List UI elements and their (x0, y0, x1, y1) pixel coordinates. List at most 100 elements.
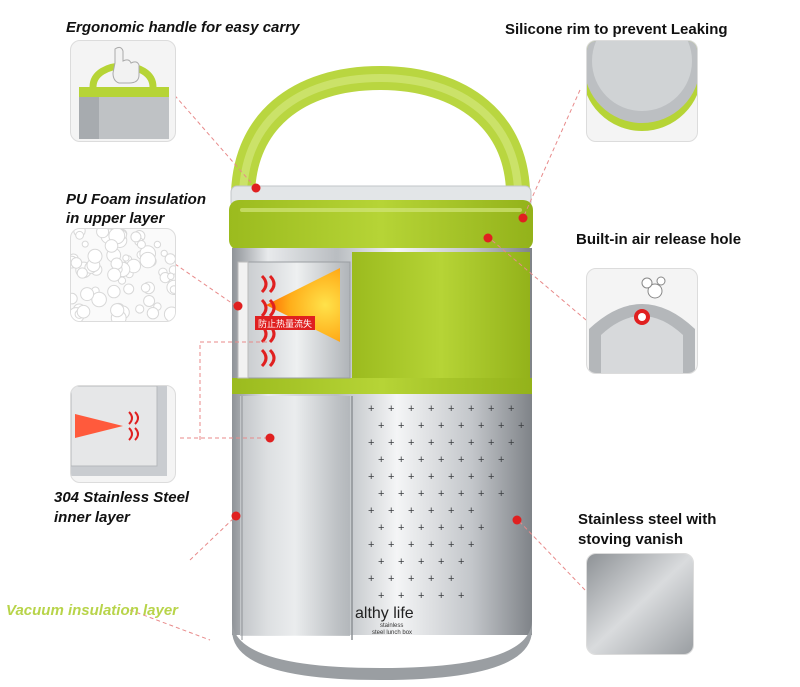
star-mark: + (368, 573, 374, 585)
foam-bubble (110, 257, 123, 270)
star-mark: + (408, 573, 414, 585)
callout-lines (129, 89, 587, 641)
stoving-label-line2: stoving vanish (578, 531, 684, 548)
star-mark: + (368, 403, 374, 415)
foam-bubble (91, 291, 107, 308)
star-mark: + (398, 556, 404, 568)
pu-label-line1: PU Foam insulation (66, 191, 207, 208)
foam-bubble (123, 283, 135, 295)
star-mark: + (418, 420, 424, 432)
star-mark: + (448, 539, 454, 551)
foam-bubble (140, 283, 151, 293)
star-mark: + (378, 454, 384, 466)
foam-bubble (107, 284, 121, 299)
foam-bubble (167, 272, 175, 280)
foam-bubble (164, 253, 175, 265)
star-mark: + (468, 403, 474, 415)
star-pattern: + + + + + + + + + + + + + + + + + + + + + + + + + + + + + + + + + + + + + + + +… (368, 403, 524, 602)
star-mark: + (388, 403, 394, 415)
star-mark: + (428, 505, 434, 517)
handle-thumbnail (70, 40, 176, 142)
star-mark: + (428, 437, 434, 449)
foam-bubble (122, 254, 130, 262)
star-mark: + (388, 573, 394, 585)
vacuum-label: Vacuum insulation layer (6, 602, 178, 619)
star-mark: + (488, 403, 494, 415)
heat-badge-text: 防止热量流失 (258, 318, 312, 330)
lid (229, 185, 533, 250)
foam-bubble (75, 230, 85, 240)
steel-label-line1: 304 Stainless Steel (54, 489, 190, 506)
foam-thumbnail (70, 228, 176, 322)
star-mark: + (438, 556, 444, 568)
heat-retention-graphic: 防止热量流失 (255, 268, 340, 368)
foam-bubble (169, 285, 175, 294)
dot-pu-foam (233, 301, 243, 311)
star-mark: + (378, 420, 384, 432)
star-mark: + (418, 454, 424, 466)
star-mark: + (388, 539, 394, 551)
foam-texture-icon (71, 229, 175, 321)
star-mark: + (438, 454, 444, 466)
hand-handle-icon (79, 46, 169, 139)
star-mark: + (428, 403, 434, 415)
star-mark: + (448, 573, 454, 585)
handle (230, 65, 531, 217)
star-mark: + (458, 556, 464, 568)
foam-bubble (130, 231, 142, 243)
stoving-thumbnail (586, 553, 694, 655)
star-mark: + (458, 420, 464, 432)
star-mark: + (448, 437, 454, 449)
star-mark: + (478, 488, 484, 500)
foam-bubble (146, 307, 160, 320)
star-mark: + (368, 539, 374, 551)
foam-bubble (76, 304, 91, 319)
silicone-label: Silicone rim to prevent Leaking (505, 21, 728, 38)
star-mark: + (408, 471, 414, 483)
air-hole-label: Built-in air release hole (576, 231, 742, 248)
foam-bubble (143, 295, 156, 307)
stoving-label-line1: Stainless steel with (578, 511, 717, 528)
foam-bubble (71, 257, 83, 269)
star-mark: + (378, 488, 384, 500)
star-mark: + (418, 488, 424, 500)
foam-bubble (136, 240, 146, 249)
foam-bubble (135, 304, 145, 314)
foam-bubble (160, 249, 168, 257)
brand-text: althy life (355, 605, 414, 622)
inner-steel-thumbnail (70, 385, 176, 483)
star-mark: + (368, 437, 374, 449)
star-mark: + (468, 471, 474, 483)
star-mark: + (448, 403, 454, 415)
silicone-rim-icon (587, 41, 697, 131)
star-mark: + (468, 539, 474, 551)
star-mark: + (448, 471, 454, 483)
pu-label-line2: in upper layer (66, 210, 165, 227)
star-mark: + (508, 403, 514, 415)
star-mark: + (388, 505, 394, 517)
star-mark: + (378, 556, 384, 568)
star-mark: + (438, 488, 444, 500)
dot-inner-steel (265, 433, 275, 443)
star-mark: + (498, 420, 504, 432)
air-release-icon (589, 276, 695, 373)
star-mark: + (458, 590, 464, 602)
star-mark: + (518, 420, 524, 432)
inner-steel-icon (71, 386, 167, 476)
star-mark: + (488, 471, 494, 483)
foam-bubble (96, 229, 110, 239)
star-mark: + (468, 437, 474, 449)
star-mark: + (398, 420, 404, 432)
dot-silicone (518, 213, 528, 223)
star-mark: + (458, 454, 464, 466)
star-mark: + (458, 522, 464, 534)
foam-bubble (71, 292, 78, 305)
star-mark: + (418, 556, 424, 568)
callout-dots (231, 183, 528, 525)
star-mark: + (418, 590, 424, 602)
star-mark: + (498, 454, 504, 466)
star-mark: + (508, 437, 514, 449)
star-mark: + (408, 505, 414, 517)
star-mark: + (398, 522, 404, 534)
